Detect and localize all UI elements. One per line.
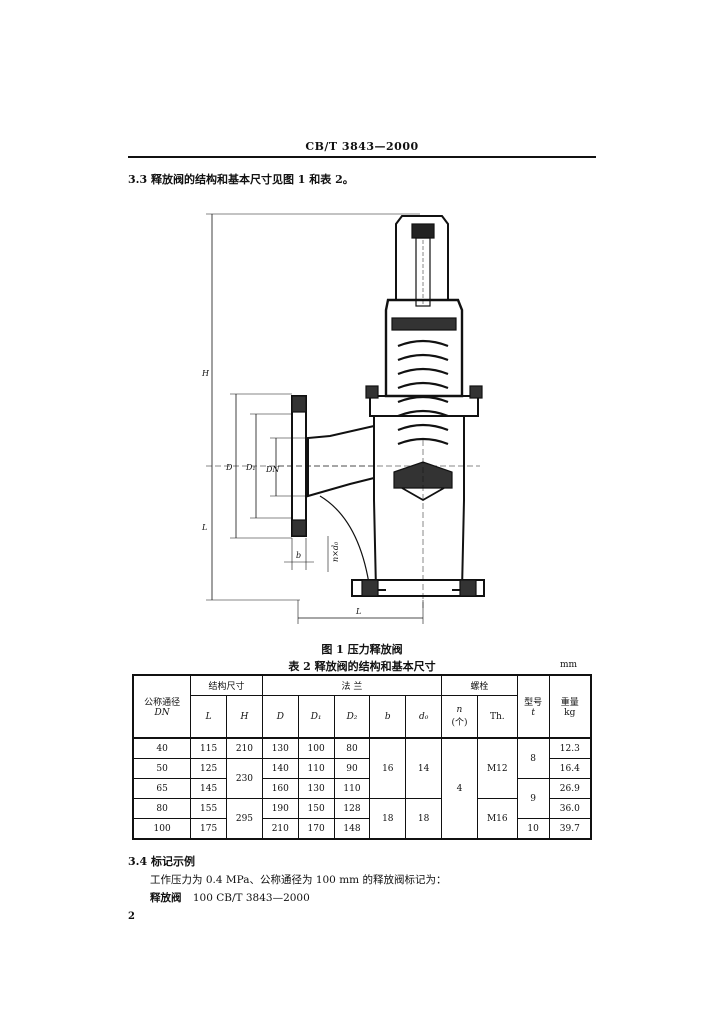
- cell-weight: 16.4: [548, 758, 592, 779]
- header-weight-label: 重量: [560, 698, 579, 708]
- cell-dn: 100: [132, 818, 192, 840]
- cell-spring: 8: [516, 737, 550, 779]
- label-D1: D₁: [245, 463, 256, 472]
- header-bolt: 螺栓: [441, 674, 518, 696]
- standard-code: CB/T 3843—2000: [305, 140, 419, 153]
- cell-D1: 110: [297, 758, 335, 779]
- header-flange: 法 兰: [261, 674, 443, 696]
- marking-product-name: 释放阀: [150, 892, 182, 904]
- header-dn-label: 公称通径: [144, 698, 181, 708]
- cell-D1: 170: [297, 818, 335, 840]
- header-b: b: [369, 695, 407, 739]
- table-row: 65 145 160 130 110 9 26.9: [132, 778, 592, 819]
- label-L-left: L: [201, 523, 207, 532]
- table-row: 40 115 210 130 100 80 16 14 4 M12 8 12.3: [132, 737, 592, 840]
- header-rule: [128, 156, 596, 158]
- cell-D2: 110: [333, 778, 371, 799]
- header-spring-label: 型号: [524, 698, 543, 708]
- figure-caption: 图 1 压力释放阀: [321, 643, 403, 656]
- spec-table: 公称通径 DN 结构尺寸 法 兰 螺栓 型号 t 重量 kg L H D D₁ …: [132, 674, 592, 840]
- header-n-unit: (个): [451, 718, 468, 728]
- marking-designation: 100 CB/T 3843—2000: [192, 892, 310, 904]
- cell-weight: 26.9: [548, 778, 592, 799]
- cell-L: 125: [190, 758, 228, 779]
- cell-weight: 36.0: [548, 798, 592, 819]
- cell-D2: 148: [333, 818, 371, 840]
- cell-weight: 12.3: [548, 737, 592, 759]
- header-Th: Th.: [476, 695, 518, 739]
- cell-Th: M12: [476, 737, 518, 799]
- cell-D: 210: [261, 818, 299, 840]
- cell-dn: 80: [132, 798, 192, 819]
- table-row: 50 125 230 140 110 90 16.4: [132, 758, 592, 799]
- cell-D2: 90: [333, 758, 371, 779]
- header-L: L: [190, 695, 228, 739]
- label-D: D: [225, 463, 233, 472]
- cell-spring: 10: [516, 818, 550, 840]
- label-DN: DN: [265, 465, 280, 474]
- cell-dn: 50: [132, 758, 192, 779]
- header-weight-unit: kg: [564, 708, 576, 718]
- label-b: b: [296, 551, 301, 560]
- header-n: n (个): [441, 695, 478, 739]
- cell-L: 115: [190, 737, 228, 759]
- table-caption: 表 2 释放阀的结构和基本尺寸: [288, 660, 436, 673]
- marking-example-text: 工作压力为 0.4 MPa、公称通径为 100 mm 的释放阀标记为：: [150, 874, 447, 886]
- header-H: H: [226, 695, 263, 739]
- cell-spring: 9: [516, 778, 550, 819]
- section-3-3-text: 3.3 释放阀的结构和基本尺寸见图 1 和表 2。: [128, 173, 354, 186]
- cell-H: 230: [226, 758, 263, 799]
- cell-b: 18: [369, 798, 407, 840]
- header-d0: d₀: [405, 695, 443, 739]
- cell-D: 190: [261, 798, 299, 819]
- marking-example-code: 释放阀 100 CB/T 3843—2000: [150, 890, 310, 905]
- cell-n: 4: [441, 737, 478, 840]
- table-unit: mm: [560, 660, 578, 670]
- table-row: 100 175 210 170 148 10 39.7: [132, 818, 592, 840]
- cell-dn: 65: [132, 778, 192, 799]
- page-number: 2: [128, 911, 135, 922]
- cell-L: 175: [190, 818, 228, 840]
- cell-D: 130: [261, 737, 299, 759]
- header-struct: 结构尺寸: [190, 674, 263, 696]
- cell-D2: 80: [333, 737, 371, 759]
- cell-D: 140: [261, 758, 299, 779]
- cell-H: 295: [226, 798, 263, 840]
- cell-Th: M16: [476, 798, 518, 840]
- header-dn-symbol: DN: [154, 708, 170, 718]
- header-D: D: [261, 695, 299, 739]
- header-D2: D₂: [333, 695, 371, 739]
- cell-D: 160: [261, 778, 299, 799]
- label-H: H: [201, 369, 210, 378]
- cell-weight: 39.7: [548, 818, 592, 840]
- cell-b: 16: [369, 737, 407, 799]
- cell-L: 145: [190, 778, 228, 799]
- header-spring: 型号 t: [516, 674, 550, 739]
- label-L-bottom: L: [355, 607, 361, 616]
- header-spring-symbol: t: [531, 708, 535, 718]
- cell-H: 210: [226, 737, 263, 759]
- header-dn: 公称通径 DN: [132, 674, 192, 739]
- table-row: 80 155 295 190 150 128 18 18 M16 36.0: [132, 798, 592, 840]
- header-n-symbol: n: [456, 705, 463, 715]
- section-3-4-title: 3.4 标记示例: [128, 855, 195, 868]
- cell-D1: 130: [297, 778, 335, 799]
- cell-D2: 128: [333, 798, 371, 819]
- cell-d0: 18: [405, 798, 443, 840]
- cell-D1: 100: [297, 737, 335, 759]
- cell-D1: 150: [297, 798, 335, 819]
- header-weight: 重量 kg: [548, 674, 592, 739]
- label-n-d0: n×d₀: [331, 541, 340, 562]
- valve-drawing: H L D D₁ DN b n×d₀ L: [201, 213, 485, 624]
- cell-L: 155: [190, 798, 228, 819]
- header-D1: D₁: [297, 695, 335, 739]
- cell-dn: 40: [132, 737, 192, 759]
- cell-d0: 14: [405, 737, 443, 799]
